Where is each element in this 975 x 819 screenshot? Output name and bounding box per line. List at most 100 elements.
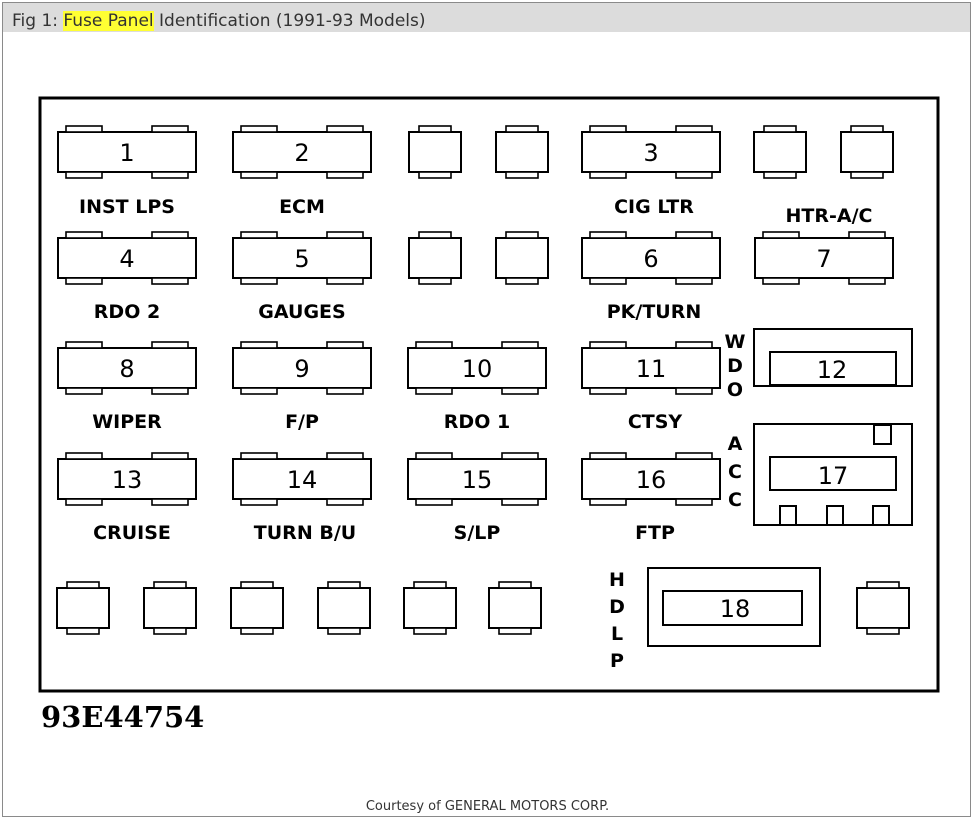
fuse-body bbox=[232, 237, 372, 279]
fuse-clip bbox=[65, 452, 103, 460]
fuse-clip bbox=[151, 341, 189, 349]
fuse-body bbox=[57, 347, 197, 389]
figure-caption: Fig 1: Fuse Panel Identification (1991-9… bbox=[12, 9, 426, 33]
fuse-clip bbox=[675, 452, 713, 460]
fuse-clip bbox=[326, 341, 364, 349]
breaker-tab-17-a bbox=[779, 505, 797, 526]
fuse-clip bbox=[501, 498, 539, 506]
fuse-number: 9 bbox=[294, 355, 309, 383]
breaker-number-18: 18 bbox=[720, 595, 751, 623]
empty-slot bbox=[840, 125, 894, 179]
fuse-clip bbox=[675, 277, 713, 285]
fuse-label: S/LP bbox=[454, 522, 501, 544]
fuse-number: 8 bbox=[119, 355, 134, 383]
fuse-number: 13 bbox=[112, 466, 143, 494]
fuse-body bbox=[57, 237, 197, 279]
fuse-clip bbox=[65, 171, 103, 179]
empty-slot bbox=[230, 581, 284, 635]
fuse-number: 5 bbox=[294, 245, 309, 273]
fuse-clip bbox=[240, 231, 278, 239]
fuse-label: WIPER bbox=[92, 411, 162, 433]
fuse-clip bbox=[415, 387, 453, 395]
fuse-8: 8 bbox=[57, 341, 197, 395]
fuse-15: 15 bbox=[407, 452, 547, 506]
fuse-clip bbox=[240, 277, 278, 285]
empty-slot bbox=[317, 581, 371, 635]
fuse-clip bbox=[589, 498, 627, 506]
fuse-clip bbox=[240, 125, 278, 133]
caption-suffix: Identification (1991-93 Models) bbox=[153, 11, 426, 31]
fuse-clip bbox=[151, 498, 189, 506]
fuse-clip bbox=[415, 498, 453, 506]
breaker-element-12 bbox=[769, 351, 897, 386]
fuse-body bbox=[407, 458, 547, 500]
fuse-2: 2 bbox=[232, 125, 372, 179]
fuse-number: 11 bbox=[636, 355, 667, 383]
fuse-number: 2 bbox=[294, 139, 309, 167]
fuse-number: 15 bbox=[462, 466, 493, 494]
fuse-body bbox=[754, 237, 894, 279]
breaker-tab-17-b bbox=[826, 505, 844, 526]
fuse-clip bbox=[675, 341, 713, 349]
empty-slot bbox=[488, 581, 542, 635]
fuse-body bbox=[581, 347, 721, 389]
fuse-clip bbox=[589, 452, 627, 460]
breaker-label-letter: C bbox=[728, 461, 742, 483]
breaker-label-letter: D bbox=[609, 596, 625, 618]
fuse-clip bbox=[151, 277, 189, 285]
fuse-1: 1 bbox=[57, 125, 197, 179]
fuse-body bbox=[407, 347, 547, 389]
fuse-clip bbox=[65, 387, 103, 395]
caption-bar bbox=[3, 3, 970, 32]
fuse-label: CRUISE bbox=[93, 522, 171, 544]
fuse-clip bbox=[589, 171, 627, 179]
breaker-label-letter: L bbox=[611, 623, 623, 645]
fuse-number: 10 bbox=[462, 355, 493, 383]
fuse-clip bbox=[415, 341, 453, 349]
fuse-panel-outline bbox=[38, 96, 940, 693]
fuse-clip bbox=[326, 387, 364, 395]
fuse-label: ECM bbox=[279, 196, 325, 218]
breaker-label-letter: P bbox=[610, 650, 624, 672]
fuse-clip bbox=[65, 341, 103, 349]
fuse-number: 3 bbox=[643, 139, 658, 167]
fuse-3: 3 bbox=[581, 125, 721, 179]
fuse-number: 16 bbox=[636, 466, 667, 494]
fuse-clip bbox=[848, 231, 886, 239]
fuse-clip bbox=[589, 341, 627, 349]
fuse-clip bbox=[326, 171, 364, 179]
fuse-label: INST LPS bbox=[79, 196, 175, 218]
empty-slot bbox=[856, 581, 910, 635]
fuse-number: 14 bbox=[287, 466, 318, 494]
breaker-label-letter: H bbox=[609, 569, 625, 591]
fuse-clip bbox=[675, 231, 713, 239]
fuse-clip bbox=[65, 125, 103, 133]
fuse-5: 5 bbox=[232, 231, 372, 285]
part-number: 93E44754 bbox=[41, 700, 205, 734]
fuse-clip bbox=[240, 452, 278, 460]
fuse-clip bbox=[326, 498, 364, 506]
fuse-clip bbox=[415, 452, 453, 460]
fuse-body bbox=[232, 347, 372, 389]
fuse-label: CIG LTR bbox=[614, 196, 694, 218]
fuse-clip bbox=[240, 341, 278, 349]
fuse-number: 7 bbox=[816, 245, 831, 273]
fuse-clip bbox=[675, 125, 713, 133]
empty-slot bbox=[753, 125, 807, 179]
caption-prefix: Fig 1: bbox=[12, 11, 64, 31]
breaker-tab-17-c bbox=[872, 505, 890, 526]
fuse-clip bbox=[151, 231, 189, 239]
fuse-4: 4 bbox=[57, 231, 197, 285]
fuse-label: HTR-A/C bbox=[786, 205, 873, 227]
fuse-clip bbox=[501, 387, 539, 395]
fuse-7: 7 bbox=[754, 231, 894, 285]
fuse-body bbox=[57, 131, 197, 173]
fuse-label: RDO 1 bbox=[444, 411, 510, 433]
empty-slot bbox=[56, 581, 110, 635]
empty-slot bbox=[495, 125, 549, 179]
